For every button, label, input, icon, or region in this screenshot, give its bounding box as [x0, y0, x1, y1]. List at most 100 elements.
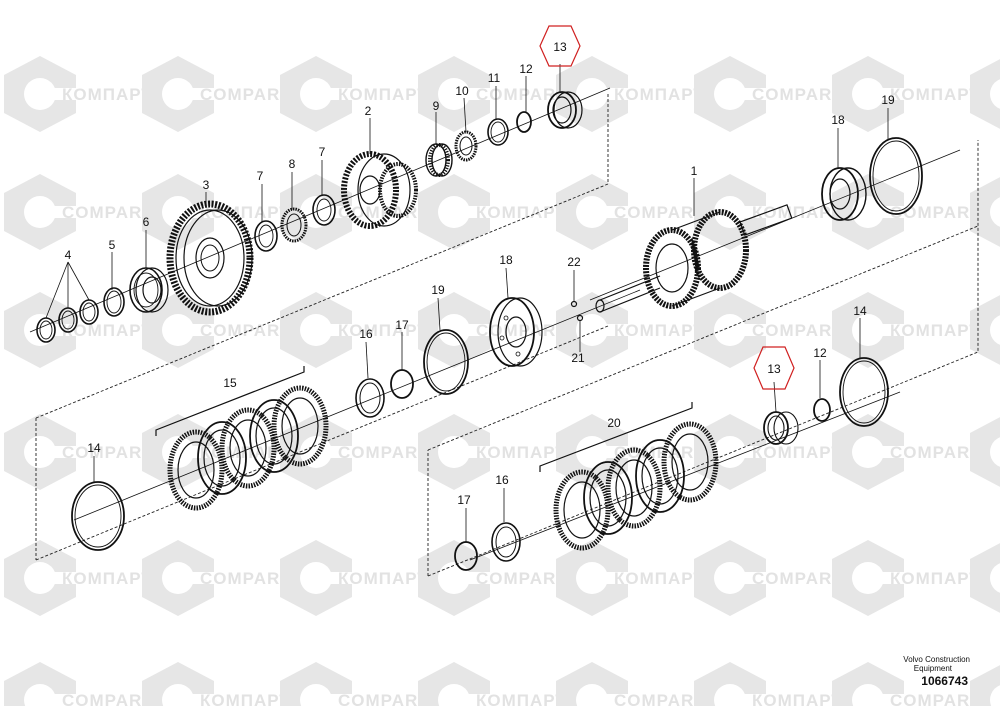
callout-17[interactable]: 17 [395, 318, 409, 332]
watermark-logo: КОМПАРТ [694, 414, 843, 490]
watermark-text: COMPART [614, 691, 706, 706]
callout-17[interactable]: 17 [457, 493, 471, 507]
callout-21[interactable]: 21 [571, 351, 585, 365]
callout-15[interactable]: 15 [223, 376, 237, 390]
callout-14[interactable]: 14 [87, 441, 101, 455]
watermark-logo: COMPART [694, 540, 843, 616]
thrust-bearing-10 [454, 130, 478, 162]
watermark-text: КОМПАРТ [752, 443, 843, 462]
watermark-logo: КОМПАРТ [4, 292, 153, 368]
callout-4[interactable]: 4 [65, 248, 72, 262]
lower-right-assembly [454, 357, 889, 571]
callout-2[interactable]: 2 [365, 104, 372, 118]
watermark-text: КОМПАРТ [476, 443, 567, 462]
watermark-text: COMPART [62, 203, 154, 222]
watermark-logo: КОМПАРТ [142, 174, 290, 250]
callout-5[interactable]: 5 [109, 238, 116, 252]
callout-1[interactable]: 1 [691, 164, 698, 178]
callout-12[interactable]: 12 [813, 346, 827, 360]
ring-19-left [423, 329, 469, 395]
callout-11[interactable]: 11 [488, 71, 501, 85]
watermark-logo: КОМПАРТ [694, 662, 842, 711]
watermark-text: КОМПАРТ [614, 321, 705, 340]
callout-19[interactable]: 19 [431, 283, 445, 297]
watermark-text: КОМПАРТ [62, 569, 153, 588]
watermark-logo: COMPART [970, 56, 1000, 132]
ring-14-right [839, 357, 889, 427]
watermark-logo: КОМПАРТ [694, 174, 843, 250]
callout-7[interactable]: 7 [257, 169, 264, 183]
callout-13[interactable]: 13 [767, 362, 781, 376]
watermark-text: COMPART [338, 691, 430, 706]
watermark-logo: COMPART [142, 540, 291, 616]
watermark-logo: КОМПАРТ [970, 662, 1000, 711]
watermark-logo: КОМПАРТ [4, 56, 152, 132]
watermark-logo: КОМПАРТ [280, 56, 428, 132]
callout-19[interactable]: 19 [881, 93, 895, 107]
ring-5 [103, 287, 125, 317]
shaft-drum-1 [595, 204, 793, 313]
watermark-logo: COMPART [832, 414, 981, 490]
highlight-hexagon-13-top [539, 25, 581, 67]
callout-20[interactable]: 20 [607, 416, 621, 430]
callout-7[interactable]: 7 [319, 145, 326, 159]
watermark-logo: COMPART [280, 662, 430, 711]
ring-13 [547, 91, 583, 129]
washer-7 [254, 220, 278, 252]
watermark-logo: COMPART [142, 292, 291, 368]
ring-16-right [491, 522, 521, 562]
watermark-logo: COMPART [4, 662, 154, 711]
gear-2 [341, 151, 418, 229]
watermark-text: КОМПАРТ [338, 569, 429, 588]
watermark-text: КОМПАРТ [890, 321, 981, 340]
watermark-text: COMPART [890, 203, 982, 222]
callout-18[interactable]: 18 [499, 253, 513, 267]
drawing-number: 1066743 [921, 674, 968, 688]
watermark-logo: КОМПАРТ [556, 56, 705, 132]
callout-3[interactable]: 3 [203, 178, 210, 192]
clutch-pack-20 [553, 421, 719, 551]
watermark-text: КОМПАРТ [200, 691, 291, 706]
piston-18-left [489, 297, 543, 367]
callout-13[interactable]: 13 [553, 40, 567, 54]
bearing-18-right [821, 167, 867, 221]
watermark-text: КОМПАРТ [890, 85, 981, 104]
callout-16[interactable]: 16 [495, 473, 509, 487]
watermark-logo: COMPART [4, 414, 153, 490]
leader-lines [45, 64, 889, 542]
group-brackets [155, 366, 693, 472]
watermark-logo: COMPART [418, 540, 567, 616]
watermark-text: КОМПАРТ [62, 321, 153, 340]
callout-22[interactable]: 22 [567, 255, 581, 269]
needle-thrust-8 [280, 207, 308, 243]
callout-6[interactable]: 6 [143, 215, 150, 229]
watermark-logo: КОМПАРТ [280, 540, 429, 616]
callout-9[interactable]: 9 [433, 99, 440, 113]
seal-ring-19-right [869, 137, 923, 215]
watermark-logo: COMPART [418, 56, 567, 132]
watermark-logo: COMPART [694, 292, 843, 368]
watermark-text: КОМПАРТ [890, 569, 981, 588]
callout-16[interactable]: 16 [359, 327, 373, 341]
watermark-logo: COMPART [694, 56, 843, 132]
watermark-text: COMPART [614, 203, 706, 222]
watermark-text: COMPART [614, 443, 706, 462]
upper-assembly [36, 91, 583, 343]
watermark-text: COMPART [62, 691, 154, 706]
watermark-logo: КОМПАРТ [280, 292, 428, 368]
watermark-text: КОМПАРТ [752, 203, 843, 222]
callout-14[interactable]: 14 [853, 304, 867, 318]
watermark-logo: КОМПАРТ [832, 292, 981, 368]
watermark-logo: КОМПАРТ [418, 414, 567, 490]
callout-18[interactable]: 18 [831, 113, 845, 127]
callout-10[interactable]: 10 [455, 84, 469, 98]
watermark-logo: COMPART [280, 414, 429, 490]
callout-8[interactable]: 8 [289, 157, 296, 171]
watermark-logo: КОМПАРТ [832, 56, 981, 132]
washer-7 [312, 194, 336, 226]
callout-12[interactable]: 12 [519, 62, 533, 76]
watermark-text: КОМПАРТ [614, 85, 705, 104]
watermark-logo: КОМПАРТ [832, 540, 981, 616]
clutch-pack-15 [167, 385, 329, 511]
